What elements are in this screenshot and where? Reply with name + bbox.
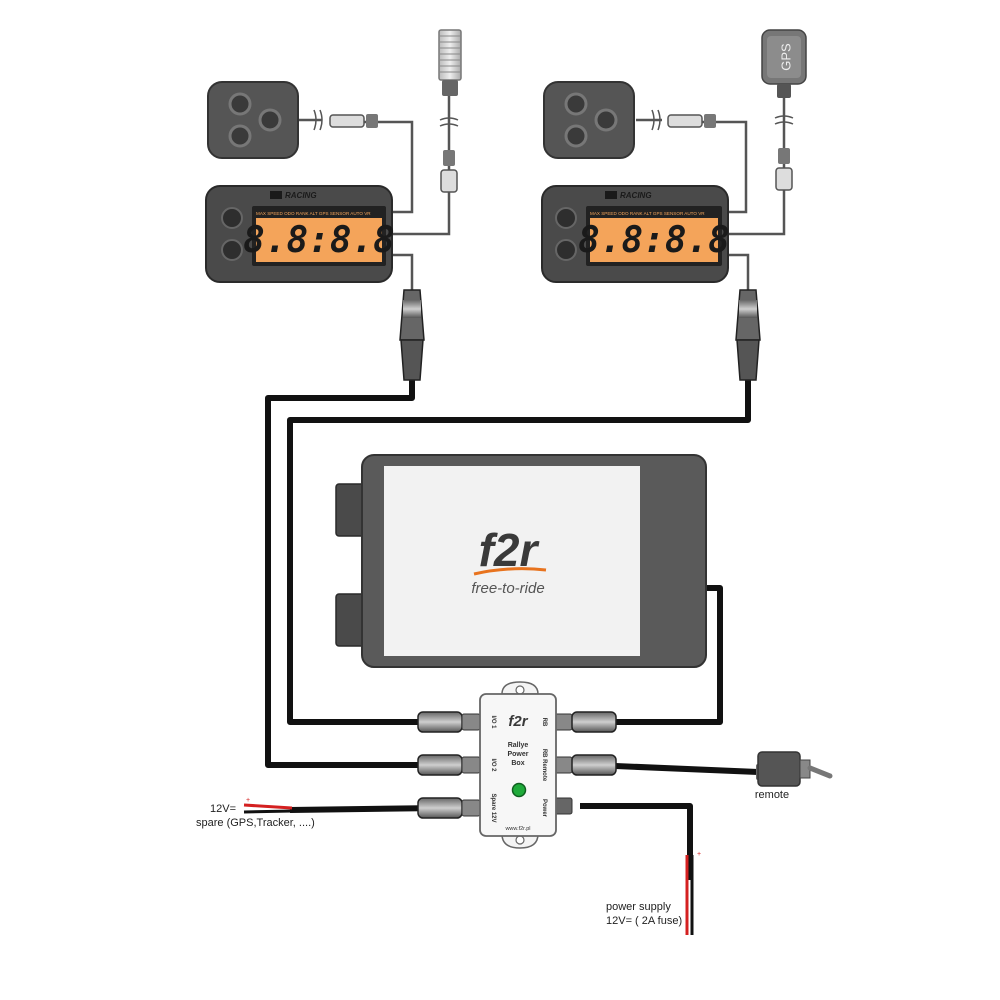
- display-cable-connector-left: [399, 289, 425, 381]
- cable-rb-remote: [591, 762, 759, 775]
- navigator-logo-swoosh: [473, 567, 547, 576]
- left-display-brand: RACING: [285, 191, 317, 200]
- powerbox-title-line3: Box: [511, 760, 524, 767]
- remote-label: remote: [755, 789, 789, 801]
- left-display-digits: 8.8:8.8: [243, 220, 395, 261]
- right-display-brand: RACING: [620, 191, 652, 200]
- powerbox-port-spare: Spare 12V: [490, 793, 496, 822]
- cable-spare: [289, 805, 441, 813]
- break-marks: [313, 109, 794, 131]
- main-cables: [265, 375, 759, 880]
- left-keypad-remote: [207, 81, 299, 159]
- power-supply-label-line2: 12V= ( 2A fuse): [606, 915, 682, 927]
- cable-power: [580, 803, 693, 880]
- cable-left-display-to-io2: [265, 375, 440, 768]
- left-coil-sensor: [438, 29, 462, 96]
- right-keypad-remote: [543, 81, 635, 159]
- power-supply-wire-ends: +: [685, 851, 701, 935]
- powerbox-port-io1: I/O 1: [490, 715, 496, 729]
- spare-label-line2: spare (GPS,Tracker, ....): [196, 817, 315, 829]
- spare-wire-ends: +: [243, 797, 293, 814]
- navigator-tagline: free-to-ride: [471, 580, 544, 597]
- spare-label-line1: 12V=: [210, 803, 236, 815]
- power-led-indicator: [511, 782, 527, 798]
- small-connectors: [329, 114, 793, 193]
- gps-antenna: GPS: [761, 29, 807, 98]
- powerbox-port-power: Power: [541, 799, 547, 818]
- rallye-power-box: f2r Rallye Power Box I/O 1 I/O 2 Spare 1…: [479, 681, 557, 849]
- right-display-indicators: MAX SPEED ODO RANK ALT GPS SENSOR AUTO V…: [590, 211, 705, 216]
- powerbox-title-line2: Power: [507, 751, 528, 758]
- cable-right-display-to-io1: [287, 375, 751, 725]
- svg-text:+: +: [697, 851, 701, 858]
- right-display-unit: RACING MAX SPEED ODO RANK ALT GPS SENSOR…: [541, 185, 730, 283]
- left-display-unit: RACING MAX SPEED ODO RANK ALT GPS SENSOR…: [205, 185, 395, 283]
- navigator-unit: f2r free-to-ride: [335, 454, 707, 668]
- powerbox-port-rb-remote: RB Remote: [541, 749, 547, 782]
- remote-toggle-switch: [756, 751, 833, 787]
- right-display-logo-icon: [605, 191, 617, 199]
- left-display-logo-icon: [270, 191, 282, 199]
- power-supply-label-line1: power supply: [606, 901, 671, 913]
- powerbox-cable-connectors: [417, 711, 617, 819]
- cable-navigator-to-rb: [592, 585, 723, 725]
- svg-text:+: +: [246, 797, 250, 804]
- powerbox-logo: f2r: [508, 713, 528, 730]
- right-display-digits: 8.8:8.8: [578, 220, 730, 261]
- left-display-indicators: MAX SPEED ODO RANK ALT GPS SENSOR AUTO V…: [256, 211, 371, 216]
- gps-label: GPS: [779, 43, 794, 71]
- powerbox-title-line1: Rallye: [508, 742, 529, 749]
- display-cable-connector-right: [735, 289, 761, 381]
- thin-wires: [298, 96, 786, 290]
- powerbox-port-io2: I/O 2: [490, 758, 496, 772]
- powerbox-website: www.f2r.pl: [504, 826, 530, 832]
- powerbox-port-rb: RB: [541, 718, 547, 727]
